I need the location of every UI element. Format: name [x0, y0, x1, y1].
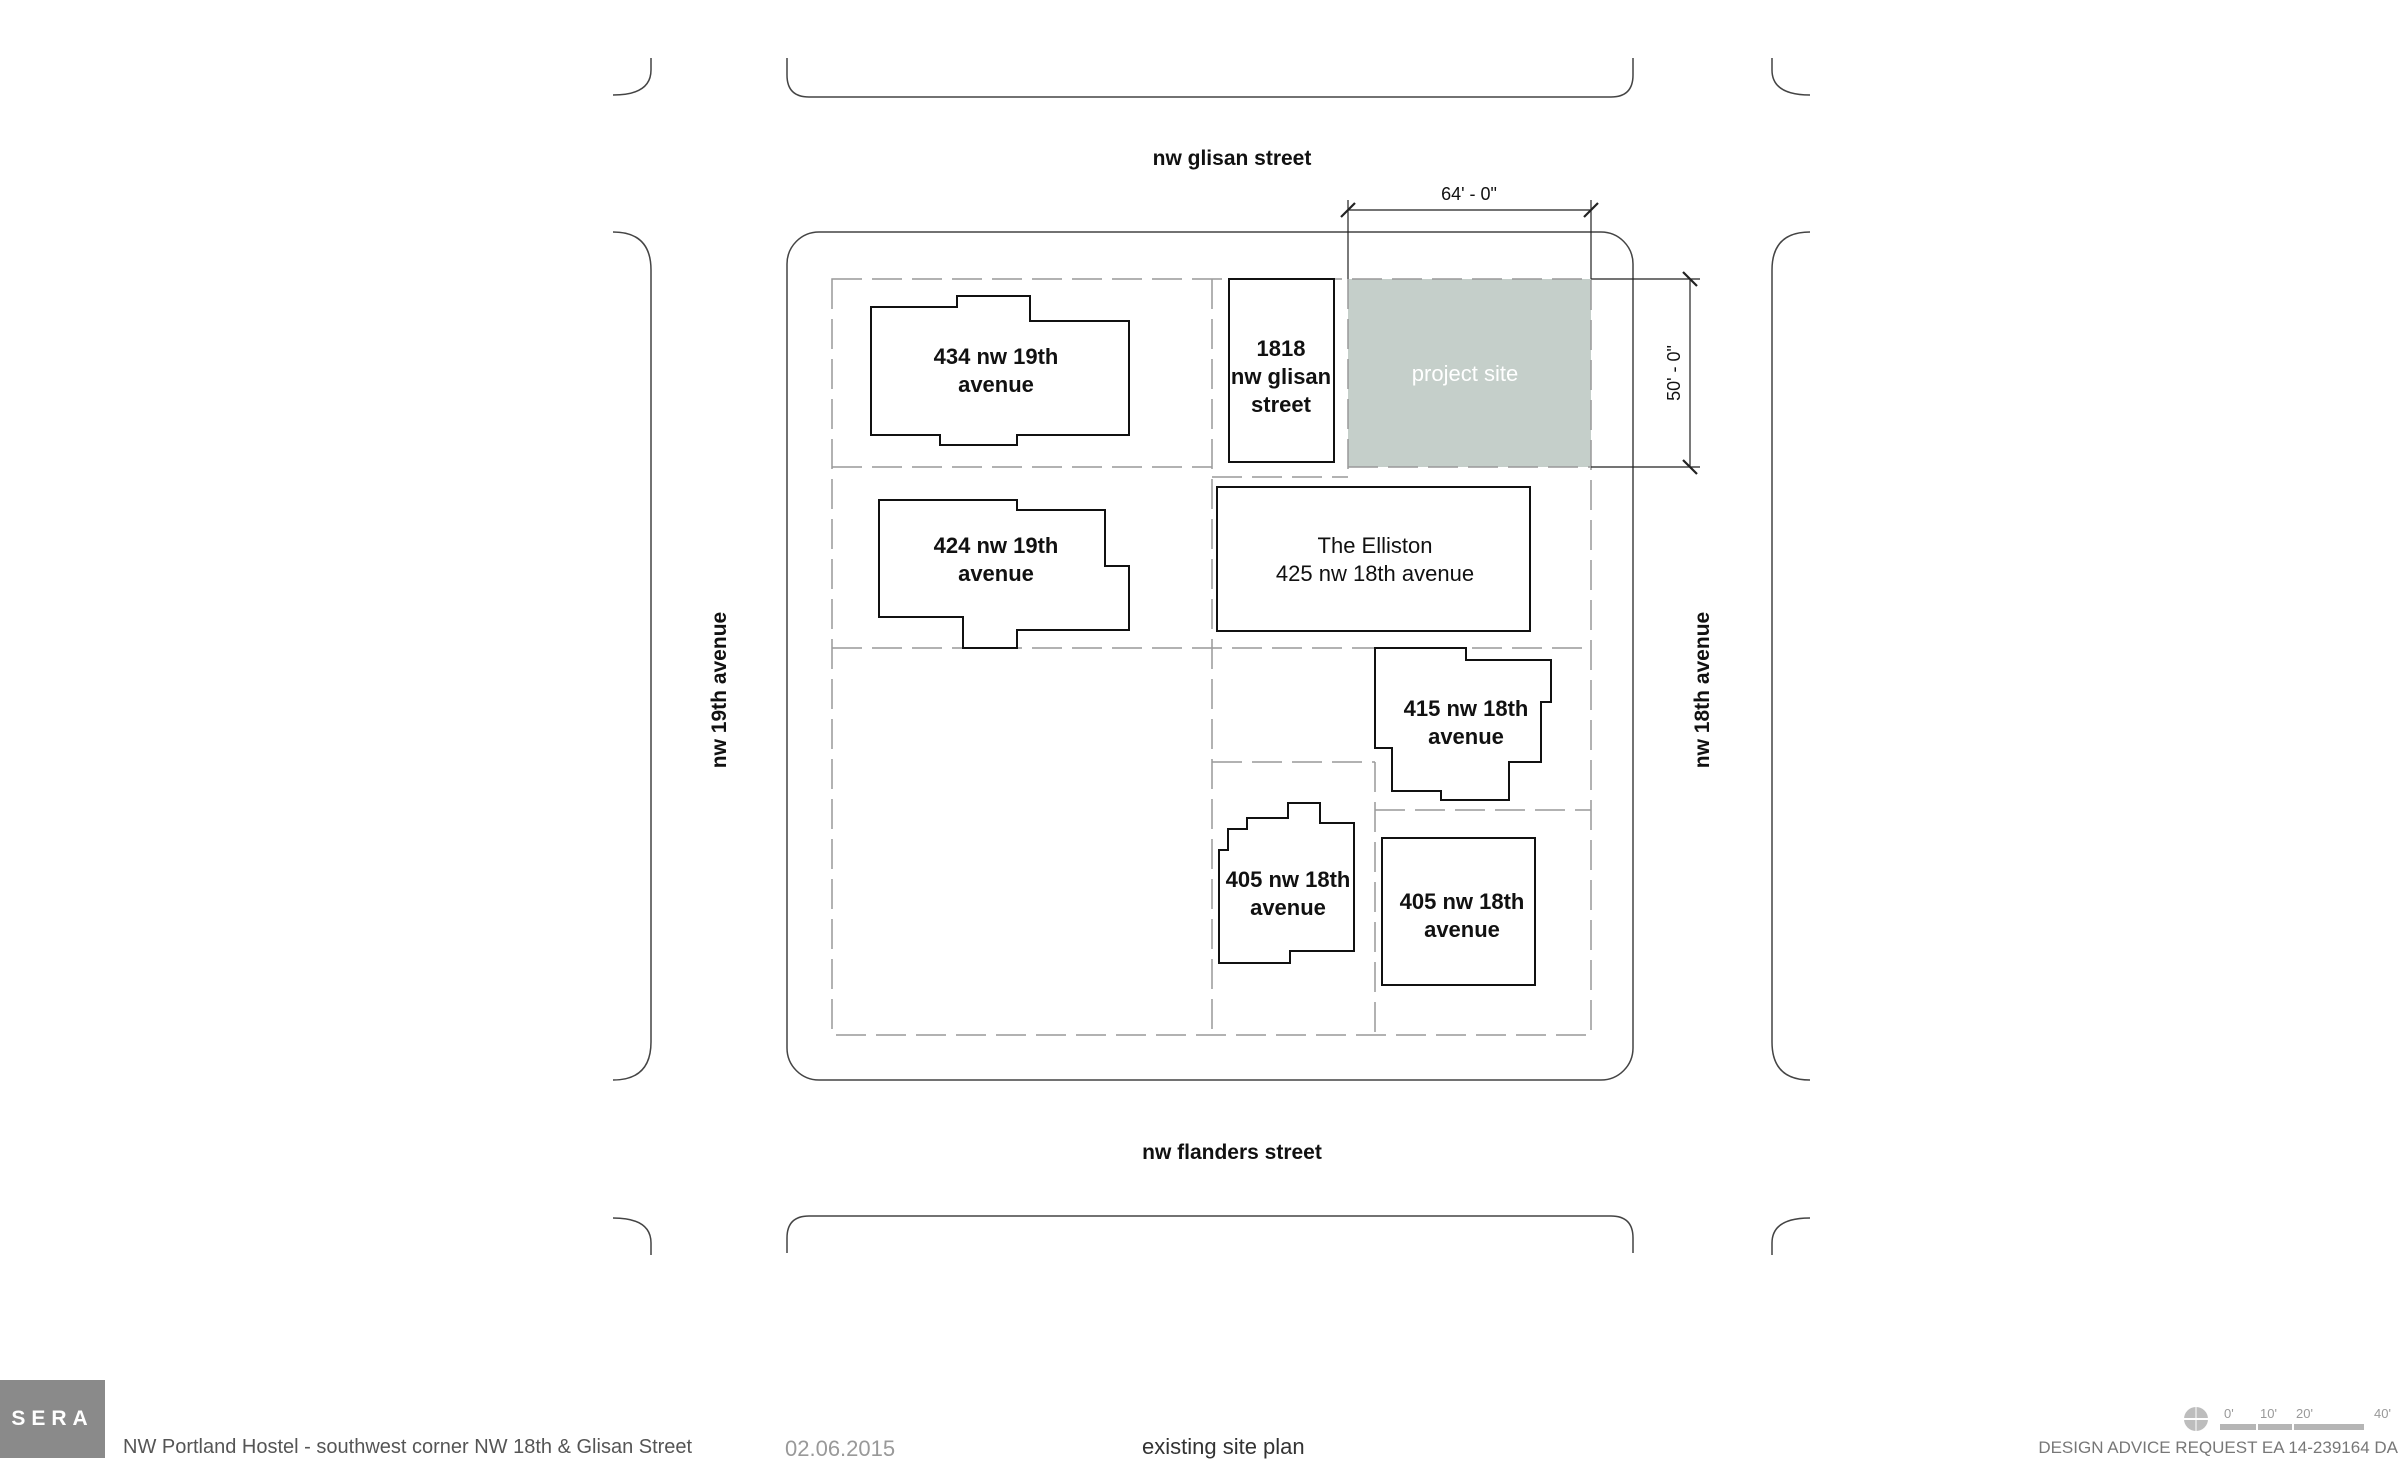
project-date: 02.06.2015 — [785, 1436, 896, 1461]
scale-label-0: 0' — [2224, 1406, 2234, 1421]
scale-segment — [2220, 1424, 2256, 1430]
dimension-lines — [1340, 200, 1700, 475]
label-434-line1: 434 nw 19th — [934, 344, 1059, 369]
se-corner-curb — [1771, 1217, 1811, 1255]
footprint-415 — [1374, 647, 1552, 801]
east-block-curb — [1771, 231, 1811, 1081]
dimension-labels: 64' - 0" 50' - 0" — [1441, 184, 1684, 401]
footprint-1818 — [1228, 278, 1335, 463]
submission-label: DESIGN ADVICE REQUEST EA 14-239164 DA — [2038, 1438, 2398, 1457]
label-434-line2: avenue — [958, 372, 1034, 397]
sw-corner-curb — [612, 1217, 652, 1255]
label-project-site: project site — [1412, 361, 1518, 386]
label-405a-line1: 405 nw 18th — [1226, 867, 1351, 892]
sheet-title: existing site plan — [1142, 1434, 1305, 1459]
label-405b-line1: 405 nw 18th — [1400, 889, 1525, 914]
footprint-405-a — [1218, 802, 1355, 964]
street-label-east: nw 18th avenue — [1691, 612, 1714, 768]
site-plan-drawing: nw glisan street nw flanders street nw 1… — [612, 58, 1811, 1255]
project-title: NW Portland Hostel - southwest corner NW… — [123, 1436, 693, 1458]
building-labels: 434 nw 19th avenue 1818 nw glisan street… — [934, 336, 1529, 942]
label-elliston-line1: The Elliston — [1318, 533, 1433, 558]
footprint-424 — [878, 499, 1130, 649]
south-block-curb — [786, 1215, 1634, 1253]
label-elliston-line2: 425 nw 18th avenue — [1276, 561, 1474, 586]
depth-dimension-label: 50' - 0" — [1664, 345, 1684, 401]
title-block: SERA NW Portland Hostel - southwest corn… — [0, 1372, 2400, 1462]
scale-label-20: 20' — [2296, 1406, 2313, 1421]
label-415-line2: avenue — [1428, 724, 1504, 749]
building-footprints — [870, 278, 1552, 986]
street-labels: nw glisan street nw flanders street nw 1… — [708, 147, 1714, 1164]
street-label-north: nw glisan street — [1153, 147, 1312, 170]
adjacent-blocks — [612, 58, 1811, 1255]
sera-logo: SERA — [0, 1380, 105, 1458]
street-label-south: nw flanders street — [1142, 1141, 1322, 1164]
scale-label-10: 10' — [2260, 1406, 2277, 1421]
dimension-tick — [1583, 202, 1599, 218]
nw-corner-curb — [612, 58, 652, 96]
width-dimension-label: 64' - 0" — [1441, 184, 1497, 204]
dimension-tick — [1682, 459, 1698, 475]
label-405a-line2: avenue — [1250, 895, 1326, 920]
west-block-curb — [612, 231, 652, 1081]
label-415-line1: 415 nw 18th — [1404, 696, 1529, 721]
label-1818-line1: 1818 — [1257, 336, 1306, 361]
project-site-area — [1348, 279, 1591, 467]
north-block-curb — [786, 58, 1634, 98]
label-424-line2: avenue — [958, 561, 1034, 586]
lot-lines — [831, 278, 1592, 1036]
scale-segment — [2294, 1424, 2364, 1430]
label-424-line1: 424 nw 19th — [934, 533, 1059, 558]
street-label-west: nw 19th avenue — [708, 612, 731, 768]
footprint-434 — [870, 295, 1130, 446]
scale-label-40: 40' — [2374, 1406, 2391, 1421]
label-1818-line2: nw glisan — [1231, 364, 1331, 389]
scale-segment — [2258, 1424, 2292, 1430]
footprint-elliston — [1216, 486, 1531, 632]
north-arrow-icon — [2184, 1407, 2208, 1431]
label-405b-line2: avenue — [1424, 917, 1500, 942]
label-1818-line3: street — [1251, 392, 1312, 417]
footprint-405-b — [1381, 837, 1536, 986]
dimension-tick — [1340, 202, 1356, 218]
scale-bar: 0' 10' 20' 40' — [2184, 1406, 2391, 1431]
ne-corner-curb — [1771, 58, 1811, 96]
dimension-tick — [1682, 271, 1698, 287]
main-block-curb — [786, 231, 1634, 1081]
